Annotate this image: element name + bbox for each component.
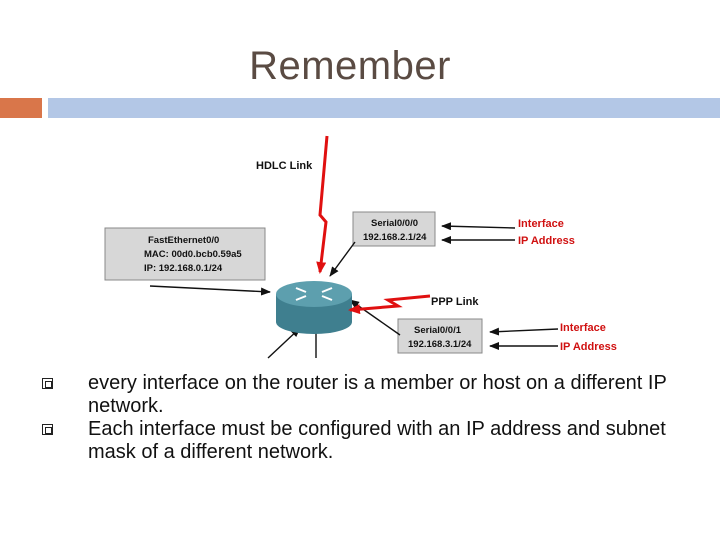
arrow-serial0-to-router	[329, 241, 356, 277]
serial1-box: Serial0/0/1 192.168.3.1/24	[397, 318, 483, 354]
serial0-box: Serial0/0/0 192.168.2.1/24	[352, 211, 436, 247]
hdlc-link-label: HDLC Link	[256, 160, 313, 172]
bullet-square-icon	[42, 378, 53, 389]
fastethernet-mac: MAC: 00d0.bcb0.59a5	[144, 249, 242, 260]
serial1-ip: 192.168.3.1/24	[408, 339, 472, 350]
fastethernet-name: FastEthernet0/0	[148, 235, 219, 246]
bullet-item: Each interface must be configured with a…	[42, 418, 682, 464]
arrow-below-router-1	[267, 327, 301, 359]
title-band	[48, 98, 720, 118]
bullet-text: Each interface must be configured with a…	[88, 418, 666, 463]
fastethernet-ip: IP: 192.168.0.1/24	[144, 263, 223, 274]
arrow-interface-bottom	[489, 327, 559, 336]
arrow-fastethernet-to-router	[149, 285, 271, 296]
ppp-link-label: PPP Link	[431, 296, 479, 308]
serial0-name: Serial0/0/0	[371, 218, 418, 229]
serial1-name: Serial0/0/1	[414, 325, 462, 336]
bullet-item: every interface on the router is a membe…	[42, 372, 682, 418]
bullet-list: every interface on the router is a membe…	[42, 372, 682, 464]
slide-title: Remember	[249, 44, 451, 88]
annotation-bottom-interface: Interface	[560, 322, 606, 334]
annotation-top-ip: IP Address	[518, 235, 575, 247]
annotation-top-interface: Interface	[518, 218, 564, 230]
hdlc-link-line	[316, 135, 329, 274]
serial0-ip: 192.168.2.1/24	[363, 232, 427, 243]
bullet-text: every interface on the router is a membe…	[88, 372, 667, 417]
ppp-link-line	[348, 294, 431, 315]
title-band-accent	[0, 98, 42, 118]
fastethernet-box: FastEthernet0/0 MAC: 00d0.bcb0.59a5 IP: …	[104, 227, 266, 281]
annotation-bottom-ip: IP Address	[560, 341, 617, 353]
router-icon	[276, 281, 352, 334]
arrow-interface-top	[441, 222, 516, 231]
bullet-square-icon	[42, 424, 53, 435]
